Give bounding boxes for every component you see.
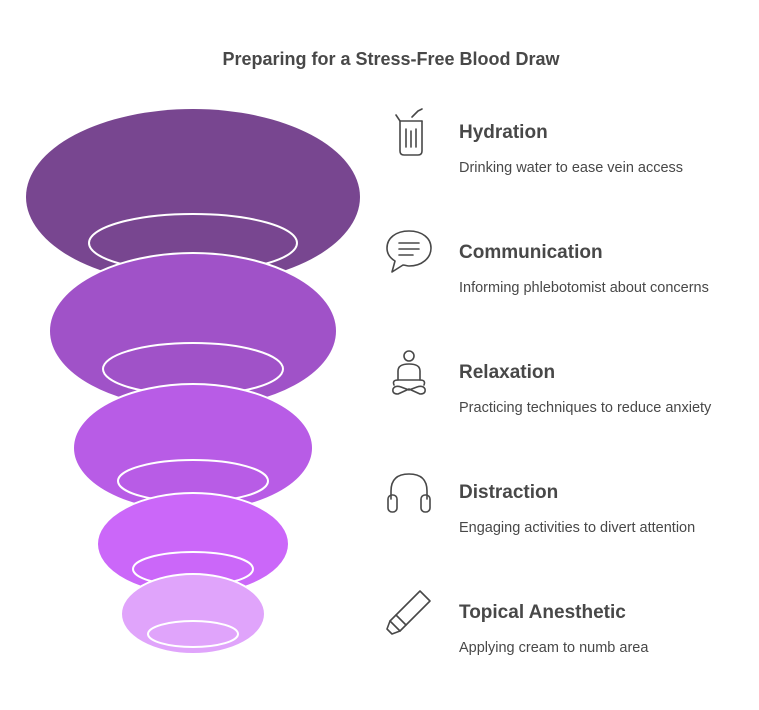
item-desc-hydration: Drinking water to ease vein access [459,160,684,176]
funnel-layer-topical-anesthetic [120,573,266,655]
item-desc-relaxation: Practicing techniques to reduce anxiety [459,400,712,416]
speech-bubble-icon [386,230,432,273]
headphones-icon [387,473,431,513]
item-title-communication: Communication [459,242,603,263]
cream-tube-icon [386,590,431,635]
item-title-distraction: Distraction [459,482,559,503]
item-title-relaxation: Relaxation [459,362,556,383]
item-desc-distraction: Engaging activities to divert attention [459,520,696,536]
meditation-icon [392,350,426,395]
diagram-title: Preparing for a Stress-Free Blood Draw [222,49,560,69]
item-title-hydration: Hydration [459,122,548,143]
item-desc-communication: Informing phlebotomist about concerns [459,280,709,296]
funnel-diagram [26,109,360,655]
item-title-topical-anesthetic: Topical Anesthetic [459,602,626,623]
item-desc-topical-anesthetic: Applying cream to numb area [459,640,649,656]
water-glass-icon [395,108,423,156]
